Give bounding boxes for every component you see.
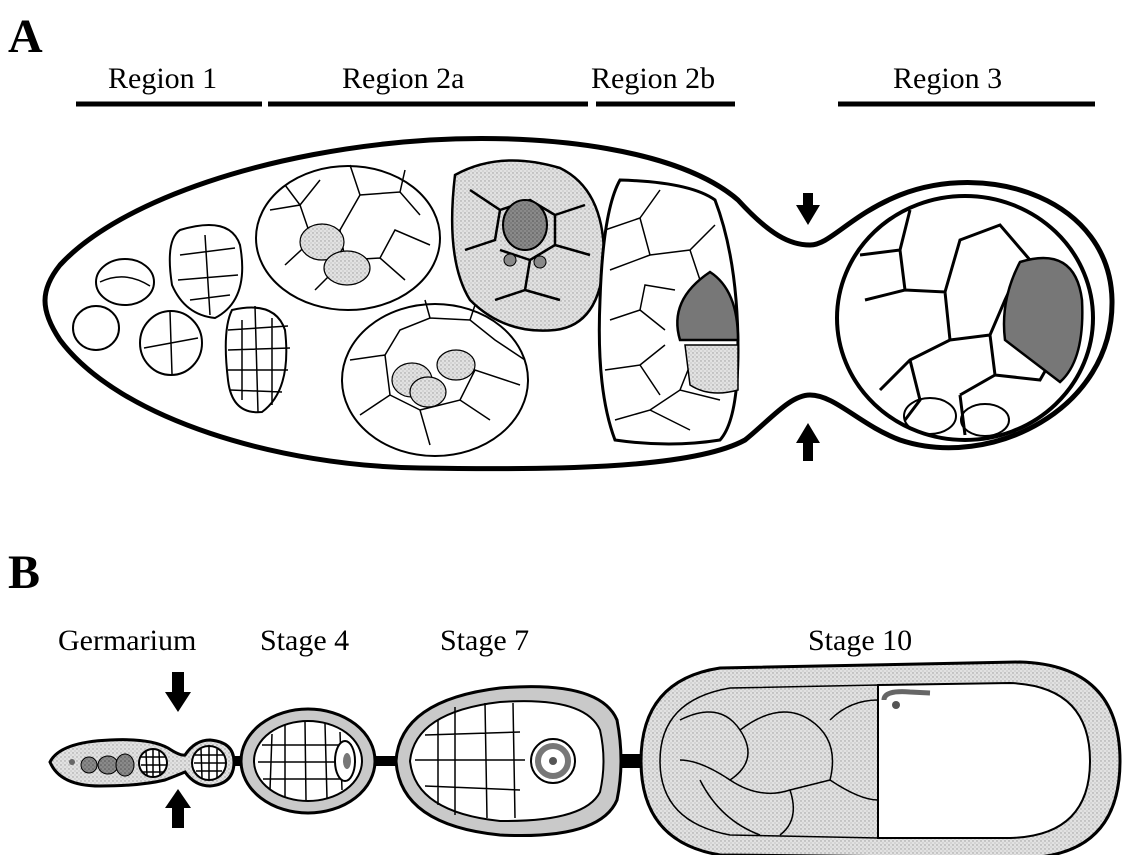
stage-label: Stage 7 — [440, 624, 529, 657]
stage-label: Stage 4 — [260, 624, 349, 657]
germarium-small — [50, 740, 234, 786]
region-label: Region 1 — [108, 62, 217, 95]
region-3-cyst — [837, 196, 1093, 440]
stage-label: Stage 10 — [808, 624, 912, 657]
region-label: Region 3 — [893, 62, 1002, 95]
germarium-arrow-down — [165, 672, 191, 712]
stage-7-egg-chamber — [396, 687, 621, 836]
germarium-arrow-up — [165, 789, 191, 828]
region-2b-cyst — [599, 180, 738, 444]
stage-4-egg-chamber — [241, 709, 375, 813]
constriction-arrow-up — [796, 423, 820, 461]
constriction-arrow-down — [796, 193, 820, 225]
panel-b-letter: B — [8, 546, 40, 599]
stage-10-egg-chamber — [641, 662, 1120, 855]
region-2a-cyst-right — [452, 160, 604, 330]
stage-label: Germarium — [58, 624, 196, 657]
panel-a-letter: A — [8, 10, 43, 63]
region-label: Region 2a — [342, 62, 464, 95]
region-label: Region 2b — [591, 62, 715, 95]
